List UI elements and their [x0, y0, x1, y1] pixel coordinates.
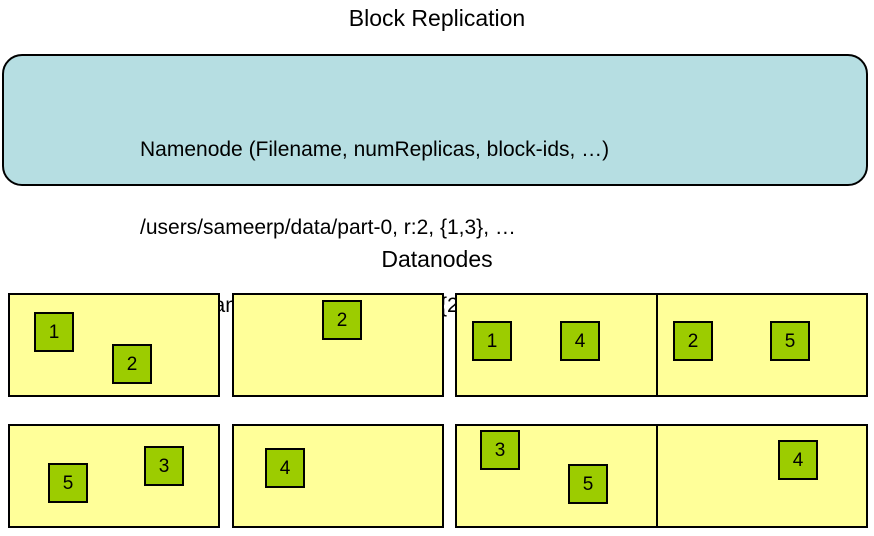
replica-block: 2 [112, 344, 152, 384]
namenode-line-part-0: /users/sameerp/data/part-0, r:2, {1,3}, … [140, 216, 516, 239]
datanode-box [656, 424, 868, 528]
replica-block: 5 [48, 463, 88, 503]
replica-block-label: 5 [784, 330, 796, 352]
replica-block: 1 [472, 321, 512, 361]
namenode-panel: Namenode (Filename, numReplicas, block-i… [2, 54, 868, 317]
replica-block-label: 5 [582, 473, 594, 495]
replica-block-label: 2 [336, 309, 348, 331]
replica-block-label: 3 [158, 455, 170, 477]
replica-block: 5 [770, 321, 810, 361]
datanode-box [232, 424, 444, 528]
replica-block: 1 [34, 312, 74, 352]
replica-block: 4 [265, 448, 305, 488]
replica-block: 2 [673, 321, 713, 361]
replica-block-label: 4 [792, 449, 804, 471]
replica-block-label: 1 [486, 330, 498, 352]
datanodes-section-label: Datanodes [381, 246, 493, 272]
replica-block: 4 [560, 321, 600, 361]
replica-block-label: 2 [126, 353, 138, 375]
page-title: Block Replication [348, 5, 526, 31]
replica-block-label: 5 [62, 472, 74, 494]
replica-block-label: 2 [687, 330, 699, 352]
replica-block-label: 1 [48, 321, 60, 343]
replica-block-label: 4 [279, 457, 291, 479]
replica-block: 4 [778, 440, 818, 480]
replica-block: 3 [480, 430, 520, 470]
replica-block: 5 [568, 464, 608, 504]
replica-block: 3 [144, 446, 184, 486]
datanode-box [8, 424, 220, 528]
replica-block-label: 3 [494, 439, 506, 461]
replica-block: 2 [322, 300, 362, 340]
replica-block-label: 4 [574, 330, 586, 352]
namenode-line-schema: Namenode (Filename, numReplicas, block-i… [140, 138, 610, 161]
